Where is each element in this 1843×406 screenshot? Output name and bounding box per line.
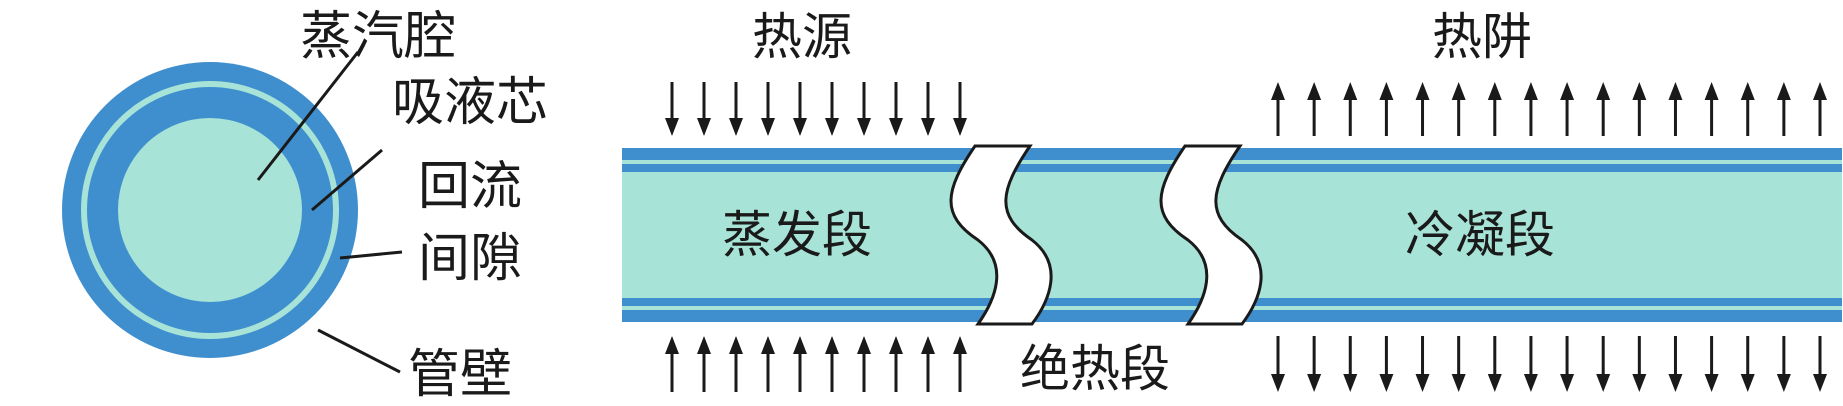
wick-leader	[311, 148, 383, 212]
up-arrow	[1487, 82, 1502, 136]
up-arrow	[1704, 82, 1719, 136]
down-arrow	[1523, 336, 1538, 392]
heat-sink-arrows-bottom	[1271, 336, 1827, 392]
heat-sink-arrows-top	[1271, 82, 1827, 136]
up-arrow	[1560, 82, 1575, 136]
down-arrow	[1343, 336, 1358, 392]
down-arrow	[697, 82, 711, 136]
pipe-break-left	[949, 144, 1053, 326]
return-gap-label-line2: 间隙	[418, 229, 522, 289]
up-arrow	[729, 336, 743, 392]
up-arrow	[953, 336, 967, 392]
up-arrow	[1451, 82, 1466, 136]
heat-source-arrows-top	[665, 82, 967, 136]
up-arrow	[761, 336, 775, 392]
down-arrow	[1776, 336, 1791, 392]
up-arrow	[857, 336, 871, 392]
down-arrow	[921, 82, 935, 136]
return-gap-ring	[81, 81, 339, 339]
down-arrow	[1560, 336, 1575, 392]
return-gap-label-line1: 回流	[418, 157, 522, 217]
pipe-break-right	[1159, 144, 1263, 326]
up-arrow	[825, 336, 839, 392]
down-arrow	[729, 82, 743, 136]
down-arrow	[1704, 336, 1719, 392]
up-arrow	[1668, 82, 1683, 136]
up-arrow	[1271, 82, 1285, 136]
wick-label: 吸液芯	[392, 73, 548, 133]
up-arrow	[1813, 82, 1827, 136]
heat-source-label: 热源	[752, 8, 852, 66]
down-arrow	[1307, 336, 1322, 392]
up-arrow	[921, 336, 935, 392]
pipe-gap-top	[622, 160, 1842, 164]
cross-section: 蒸汽腔 吸液芯 回流 间隙 管壁	[62, 7, 548, 405]
heat-sink-label: 热阱	[1432, 8, 1532, 66]
down-arrow	[1813, 336, 1827, 392]
down-arrow	[1487, 336, 1502, 392]
down-arrow	[889, 82, 903, 136]
up-arrow	[1776, 82, 1791, 136]
down-arrow	[1668, 336, 1683, 392]
up-arrow	[665, 336, 679, 392]
down-arrow	[1271, 336, 1285, 392]
condenser-label: 冷凝段	[1405, 206, 1555, 264]
vapor-cavity-label: 蒸汽腔	[300, 7, 456, 67]
down-arrow	[793, 82, 807, 136]
up-arrow	[697, 336, 711, 392]
down-arrow	[761, 82, 775, 136]
heat-pipe: 蒸发段 冷凝段	[622, 144, 1842, 326]
down-arrow	[857, 82, 871, 136]
return-gap-leader	[339, 250, 403, 260]
up-arrow	[1379, 82, 1394, 136]
pipe-wick-top	[622, 164, 1842, 172]
down-arrow	[1632, 336, 1647, 392]
down-arrow	[1596, 336, 1611, 392]
down-arrow	[1451, 336, 1466, 392]
vapor-cavity-leader	[256, 51, 360, 181]
down-arrow	[1379, 336, 1394, 392]
evaporator-label: 蒸发段	[722, 206, 872, 264]
down-arrow	[825, 82, 839, 136]
adiabatic-label: 绝热段	[1020, 340, 1170, 398]
down-arrow	[953, 82, 967, 136]
up-arrow	[1307, 82, 1322, 136]
down-arrow	[1740, 336, 1755, 392]
down-arrow	[665, 82, 679, 136]
tube-wall-label: 管壁	[408, 345, 512, 405]
down-arrow	[1415, 336, 1430, 392]
up-arrow	[1523, 82, 1538, 136]
up-arrow	[1343, 82, 1358, 136]
up-arrow	[1415, 82, 1430, 136]
up-arrow	[793, 336, 807, 392]
vapor-cavity-core	[118, 118, 302, 302]
heat-source-arrows-bottom	[665, 336, 967, 392]
up-arrow	[1632, 82, 1647, 136]
up-arrow	[1596, 82, 1611, 136]
tube-wall-leader	[317, 328, 401, 374]
up-arrow	[889, 336, 903, 392]
up-arrow	[1740, 82, 1755, 136]
